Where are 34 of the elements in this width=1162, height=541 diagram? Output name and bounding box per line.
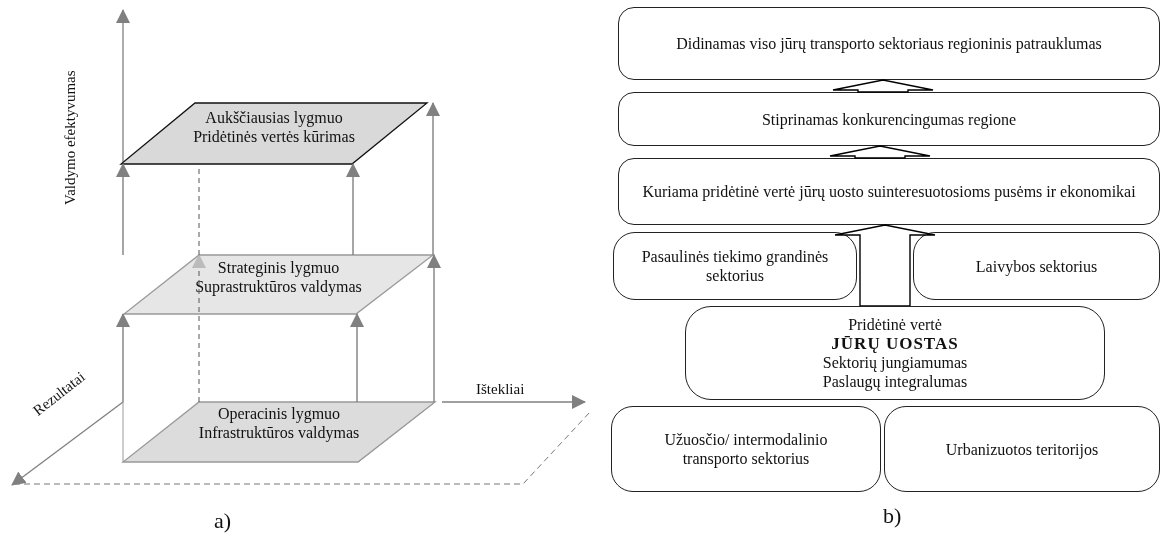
box-text: Paslaugų integralumas [822,372,968,391]
rounded-box [685,306,1105,400]
rounded-box [884,406,1160,492]
box-text: Užuosčio/ intermodalinio transporto sektorius [663,430,829,468]
arrow [346,163,360,256]
arrow [116,313,130,403]
box-text: Sektorių jungiamumas [822,353,968,372]
arrow [350,313,364,403]
rounded-box [618,7,1160,80]
arrow [116,163,130,256]
arrow [426,102,440,256]
plane-label: Operacinis lygmuo Infrastruktūros valdymas [197,404,361,442]
box-text: Laivybos sektorius [975,256,1098,276]
rounded-box [618,158,1160,225]
rounded-box [618,92,1160,146]
panel-label: a) [214,508,232,534]
box-text: JŪRŲ UOSTAS [831,334,959,353]
plane-label: Strateginis lygmuo Suprastruktūros valdymas [194,258,363,296]
rounded-box [611,406,881,492]
plane-label: Aukščiausias lygmuo Pridėtinės vertės kūrimas [192,108,356,146]
box-text: Pridėtinė vertė [848,315,942,334]
block-arrow [829,145,931,159]
axis-label: Ištekliai [476,381,525,398]
box-text: Stiprinamas konkurencingumas regione [761,109,1017,129]
block-arrow [832,79,934,93]
panel-label: b) [883,503,902,529]
arrow [427,254,441,403]
axis-label: Valdymo efektyvumas [62,70,79,205]
box-text: Urbanizuotos teritorijos [945,439,1099,459]
block-arrow [834,224,936,307]
box-text: Kuriama pridėtinė vertė jūrų uosto suinteresuotosioms pusėms ir ekonomikai [642,182,1136,201]
box-text: Didinamas viso jūrų transporto sektoriaus regioninis patrauklumas [676,34,1102,53]
box-text: Pasaulinės tiekimo grandinės sektorius [640,247,830,285]
arrow [192,254,206,403]
